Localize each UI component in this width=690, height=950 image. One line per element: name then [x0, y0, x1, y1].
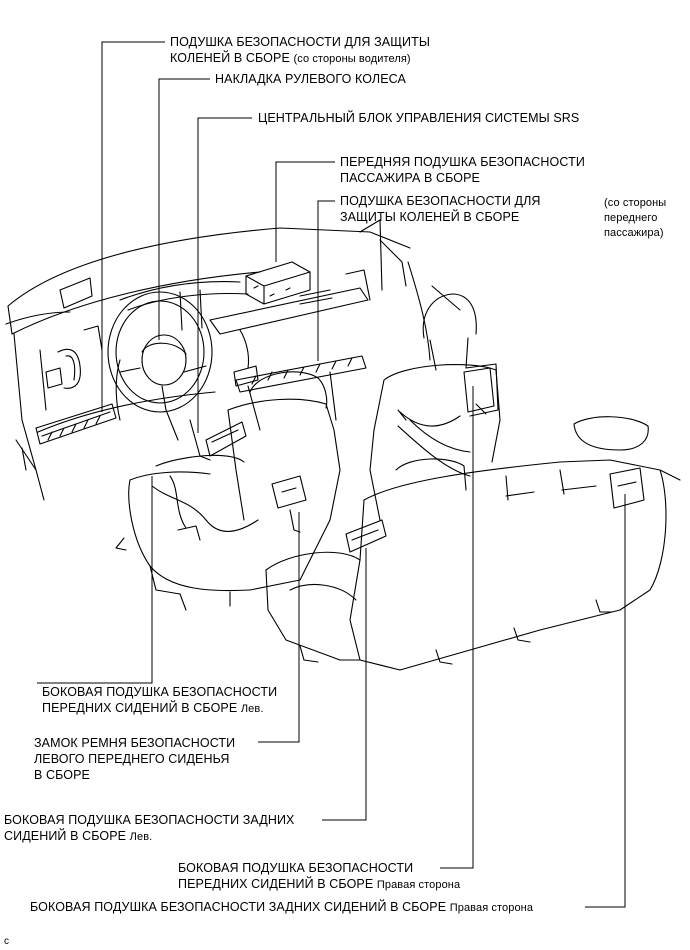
label-srs-center-unit-line1: ЦЕНТРАЛЬНЫЙ БЛОК УПРАВЛЕНИЯ СИСТЕМЫ SRS — [258, 111, 580, 125]
srs-and-passenger-airbag-outline — [233, 261, 333, 387]
label-buckle-left-line3: В СБОРЕ — [34, 768, 90, 782]
label-passenger-side-note-line2: переднего — [604, 212, 658, 224]
figure-code: c — [4, 936, 10, 947]
label-front-side-airbag-left-line2: ПЕРЕДНИХ СИДЕНИЙ В СБОРЕ — [42, 701, 238, 715]
label-front-passenger-airbag: ПЕРЕДНЯЯ ПОДУШКА БЕЗОПАСНОСТИ ПАССАЖИРА … — [340, 154, 585, 186]
label-front-side-airbag-left: БОКОВАЯ ПОДУШКА БЕЗОПАСНОСТИ ПЕРЕДНИХ СИ… — [42, 684, 277, 717]
label-rear-side-airbag-left-line2: СИДЕНИЙ В СБОРЕ — [4, 829, 127, 843]
label-buckle-left-line1: ЗАМОК РЕМНЯ БЕЗОПАСНОСТИ — [34, 736, 236, 750]
label-knee-airbag-passenger-line1: ПОДУШКА БЕЗОПАСНОСТИ ДЛЯ — [340, 194, 541, 208]
label-passenger-side-note: (со стороны переднего пассажира) — [604, 196, 666, 241]
label-rear-side-airbag-right-side: Правая сторона — [449, 902, 534, 914]
label-front-side-airbag-right: БОКОВАЯ ПОДУШКА БЕЗОПАСНОСТИ ПЕРЕДНИХ СИ… — [178, 860, 460, 893]
label-rear-side-airbag-left-line1: БОКОВАЯ ПОДУШКА БЕЗОПАСНОСТИ ЗАДНИХ — [4, 813, 295, 827]
label-knee-airbag-driver: ПОДУШКА БЕЗОПАСНОСТИ ДЛЯ ЗАЩИТЫ КОЛЕНЕЙ … — [170, 34, 430, 67]
label-knee-airbag-driver-line2: КОЛЕНЕЙ В СБОРЕ — [170, 51, 290, 65]
label-front-side-airbag-left-line1: БОКОВАЯ ПОДУШКА БЕЗОПАСНОСТИ — [42, 685, 278, 699]
label-rear-side-airbag-left: БОКОВАЯ ПОДУШКА БЕЗОПАСНОСТИ ЗАДНИХ СИДЕ… — [4, 812, 294, 845]
label-knee-airbag-driver-line1: ПОДУШКА БЕЗОПАСНОСТИ ДЛЯ ЗАЩИТЫ — [170, 35, 431, 49]
steering-wheel-outline — [107, 291, 213, 461]
label-rear-side-airbag-left-side: Лев. — [129, 831, 153, 843]
label-passenger-side-note-line1: (со стороны — [604, 197, 667, 209]
label-buckle-left: ЗАМОК РЕМНЯ БЕЗОПАСНОСТИ ЛЕВОГО ПЕРЕДНЕГ… — [34, 735, 235, 783]
label-front-side-airbag-right-line1: БОКОВАЯ ПОДУШКА БЕЗОПАСНОСТИ — [178, 861, 414, 875]
label-rear-side-airbag-right: БОКОВАЯ ПОДУШКА БЕЗОПАСНОСТИ ЗАДНИХ СИДЕ… — [30, 899, 533, 916]
label-steering-pad: НАКЛАДКА РУЛЕВОГО КОЛЕСА — [215, 71, 406, 87]
label-front-side-airbag-right-line2: ПЕРЕДНИХ СИДЕНИЙ В СБОРЕ — [178, 877, 374, 891]
label-buckle-left-line2: ЛЕВОГО ПЕРЕДНЕГО СИДЕНЬЯ — [34, 752, 230, 766]
label-knee-airbag-passenger-line2: ЗАЩИТЫ КОЛЕНЕЙ В СБОРЕ — [340, 210, 520, 224]
label-front-side-airbag-right-side: Правая сторона — [376, 879, 461, 891]
label-srs-center-unit: ЦЕНТРАЛЬНЫЙ БЛОК УПРАВЛЕНИЯ СИСТЕМЫ SRS — [258, 110, 579, 126]
rear-seat-outline — [265, 416, 681, 671]
label-front-side-airbag-left-side: Лев. — [240, 703, 264, 715]
label-knee-airbag-passenger: ПОДУШКА БЕЗОПАСНОСТИ ДЛЯ ЗАЩИТЫ КОЛЕНЕЙ … — [340, 193, 541, 225]
label-front-passenger-airbag-line1: ПЕРЕДНЯЯ ПОДУШКА БЕЗОПАСНОСТИ — [340, 155, 585, 169]
front-left-seat-outline — [115, 371, 341, 611]
label-rear-side-airbag-right-line1: БОКОВАЯ ПОДУШКА БЕЗОПАСНОСТИ ЗАДНИХ СИДЕ… — [30, 900, 447, 914]
label-steering-pad-line1: НАКЛАДКА РУЛЕВОГО КОЛЕСА — [215, 72, 406, 86]
label-knee-airbag-driver-side: (со стороны водителя) — [293, 53, 411, 65]
leader-lines — [37, 41, 626, 908]
label-front-passenger-airbag-line2: ПАССАЖИРА В СБОРЕ — [340, 171, 480, 185]
front-right-seat-outline — [369, 293, 501, 521]
label-passenger-side-note-line3: пассажира) — [604, 227, 664, 239]
dashboard-outline — [5, 219, 461, 501]
